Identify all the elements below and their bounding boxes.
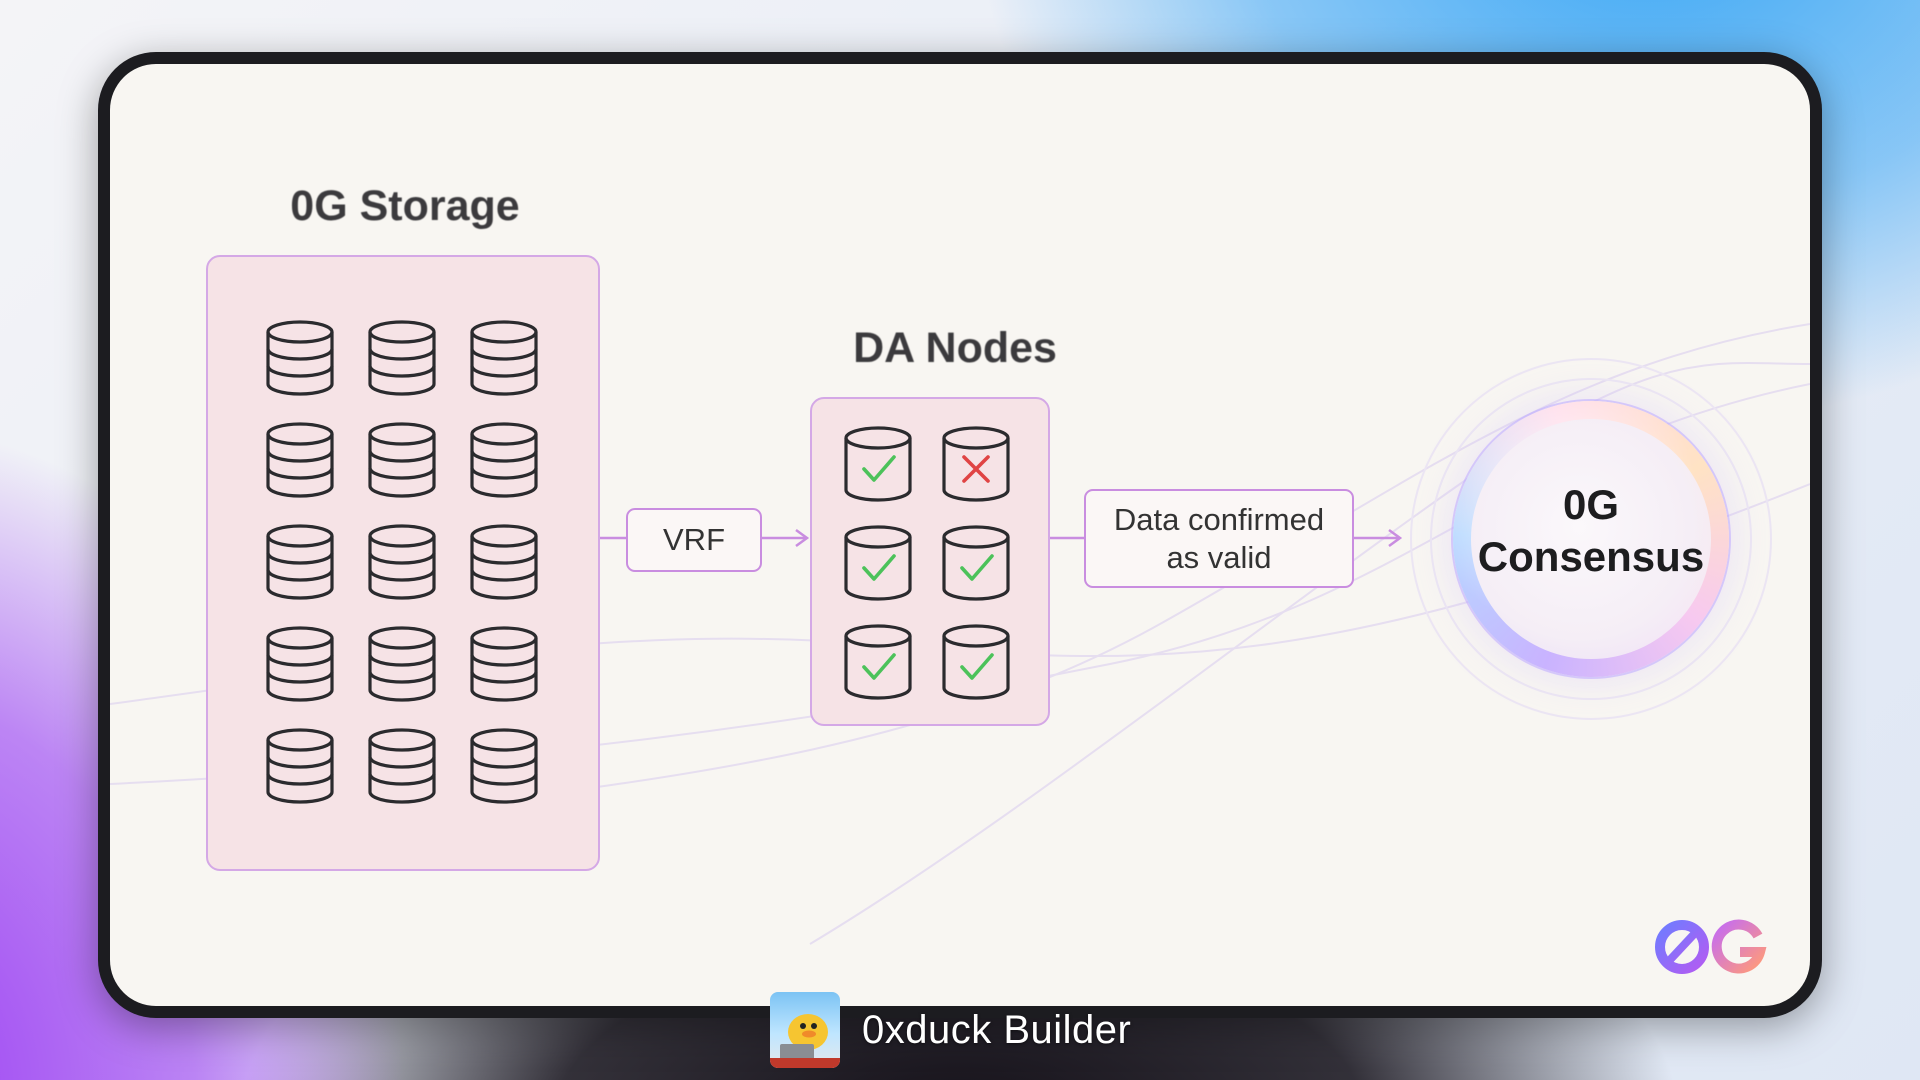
confirm-label: Data confirmed as valid (1113, 502, 1325, 575)
storage-database-icon (264, 523, 336, 601)
storage-database-icon (468, 421, 540, 499)
da-node-invalid-icon (940, 425, 1012, 503)
storage-database-icon (468, 523, 540, 601)
storage-database-icon (366, 421, 438, 499)
storage-database-icon (468, 727, 540, 805)
consensus-title-line2: Consensus (1477, 533, 1705, 580)
storage-database-icon (366, 319, 438, 397)
storage-database-icon (264, 421, 336, 499)
vrf-label: VRF (663, 522, 725, 558)
storage-title: 0G Storage (290, 182, 520, 230)
storage-panel (206, 255, 600, 871)
storage-database-icon (366, 727, 438, 805)
storage-database-icon (264, 625, 336, 703)
consensus-inner (1471, 419, 1711, 659)
da-node-valid-icon (842, 425, 914, 503)
slide-screen: 0G Storage DA Nodes VRF Data confirmed a… (110, 64, 1810, 1006)
da-node-valid-icon (842, 623, 914, 701)
storage-database-icon (468, 319, 540, 397)
storage-database-icon (264, 727, 336, 805)
channel-overlay: 0xduck Builder (770, 992, 1131, 1068)
consensus-circle: 0G Consensus (1453, 401, 1729, 677)
tablet-frame: 0G Storage DA Nodes VRF Data confirmed a… (98, 52, 1822, 1018)
storage-database-icon (468, 625, 540, 703)
vrf-label-box: VRF (626, 508, 762, 572)
arrow-right-icon (596, 528, 1403, 548)
da-nodes-title: DA Nodes (853, 324, 1057, 372)
da-node-valid-icon (940, 524, 1012, 602)
storage-database-icon (366, 523, 438, 601)
storage-database-icon (366, 625, 438, 703)
duck-avatar-icon (770, 1014, 840, 1068)
og-logo-icon (1655, 919, 1767, 974)
channel-avatar[interactable] (770, 992, 840, 1068)
consensus-title-line1: 0G (1562, 481, 1620, 528)
storage-database-icon (264, 319, 336, 397)
da-nodes-panel (810, 397, 1050, 726)
da-node-valid-icon (940, 623, 1012, 701)
channel-name[interactable]: 0xduck Builder (862, 1007, 1132, 1052)
confirm-label-box: Data confirmed as valid (1084, 489, 1354, 588)
da-node-valid-icon (842, 524, 914, 602)
